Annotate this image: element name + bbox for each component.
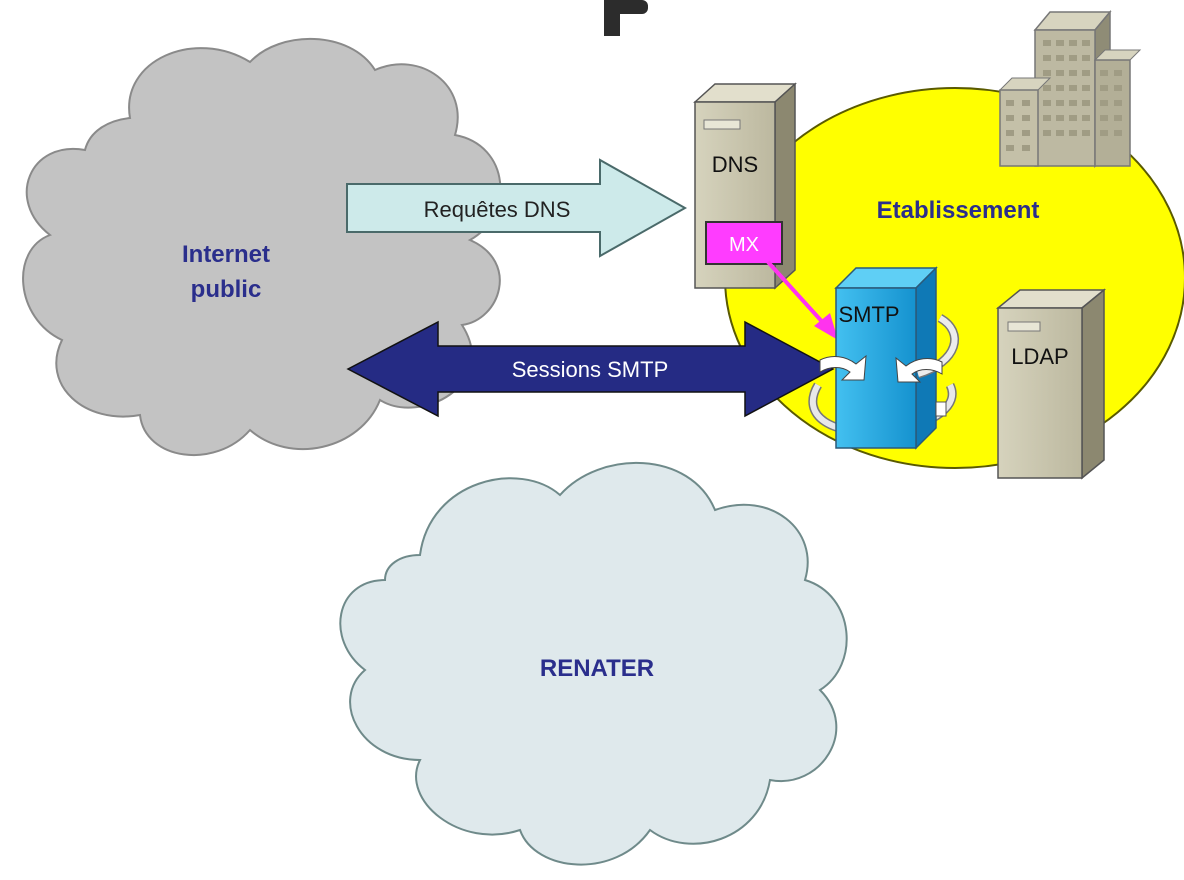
sessions-smtp-label: Sessions SMTP	[512, 357, 669, 382]
mx-to-smtp-arrow	[766, 260, 838, 340]
renater-cloud	[339, 461, 848, 866]
sessions-smtp-arrow: Sessions SMTP	[346, 320, 835, 418]
mx-record: MX	[705, 221, 783, 265]
smtp-router: SMTP	[808, 266, 960, 450]
etablissement-label: Etablissement	[877, 197, 1040, 224]
dns-server-slot-icon	[703, 119, 741, 130]
smtp-outbound-arrow-icon	[895, 356, 943, 383]
dns-label: DNS	[712, 152, 758, 177]
requetes-dns-arrow: Requêtes DNS	[346, 158, 688, 258]
top-fragment	[604, 0, 648, 36]
internet-label-line1: Internet	[182, 241, 270, 268]
buildings-icon	[998, 9, 1142, 169]
ldap-server: LDAP	[995, 288, 1107, 480]
ldap-server-slot-icon	[1007, 321, 1041, 332]
requetes-dns-label: Requêtes DNS	[424, 197, 571, 222]
ldap-label: LDAP	[1011, 344, 1068, 369]
mx-label: MX	[729, 234, 759, 256]
smtp-label: SMTP	[838, 302, 899, 327]
internet-label-line2: public	[191, 276, 262, 303]
renater-label: RENATER	[540, 655, 654, 682]
smtp-inbound-arrow-icon	[819, 354, 867, 381]
